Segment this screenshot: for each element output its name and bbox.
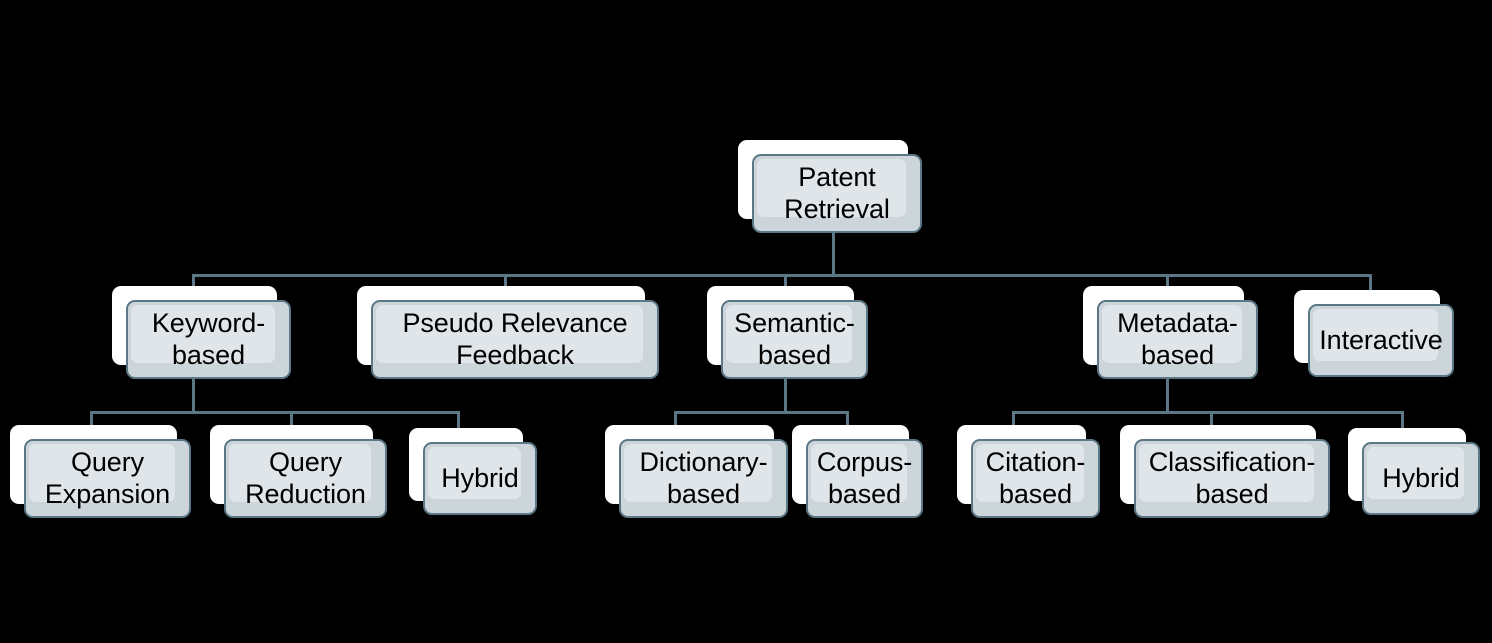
node-card[interactable]: Pseudo Relevance Feedback (371, 300, 659, 379)
node-card[interactable]: Hybrid (1362, 442, 1480, 515)
connector-keyword-children-bus (90, 411, 460, 414)
node-interactive[interactable]: Interactive (1294, 290, 1454, 377)
node-query-expansion[interactable]: Query Expansion (10, 425, 191, 518)
node-card[interactable]: Metadata- based (1097, 300, 1258, 379)
node-label: Hybrid (441, 462, 519, 493)
node-card[interactable]: Dictionary- based (619, 439, 788, 518)
node-label: Corpus- based (816, 447, 913, 509)
node-card[interactable]: Interactive (1308, 304, 1454, 377)
node-card[interactable]: Citation- based (971, 439, 1100, 518)
node-classification-based[interactable]: Classification- based (1120, 425, 1330, 518)
connector-drop-keyword-hybrid (457, 411, 460, 439)
node-card[interactable]: Query Reduction (224, 439, 387, 518)
connector-metadata-children-bus (1012, 411, 1404, 414)
node-label: Dictionary- based (639, 447, 768, 509)
node-card[interactable]: Semantic- based (721, 300, 868, 379)
node-card[interactable]: Keyword- based (126, 300, 291, 379)
node-label: Classification- based (1148, 447, 1316, 509)
node-label: Citation- based (985, 447, 1086, 509)
connector-drop-interactive (1369, 274, 1372, 302)
node-label: Keyword- based (151, 308, 266, 370)
node-card[interactable]: Corpus- based (806, 439, 923, 518)
connector-semantic-based-stem (784, 376, 787, 414)
node-query-reduction[interactable]: Query Reduction (210, 425, 387, 518)
node-label: Metadata- based (1117, 308, 1238, 370)
node-label: Hybrid (1382, 462, 1460, 493)
node-label: Interactive (1319, 324, 1443, 355)
connector-level1-bus (192, 274, 1372, 277)
connector-keyword-based-stem (192, 376, 195, 414)
node-keyword-based[interactable]: Keyword- based (112, 286, 291, 379)
node-semantic-based[interactable]: Semantic- based (707, 286, 868, 379)
node-card[interactable]: Query Expansion (24, 439, 191, 518)
node-corpus-based[interactable]: Corpus- based (792, 425, 923, 518)
node-pseudo-relevance-feedback[interactable]: Pseudo Relevance Feedback (357, 286, 659, 379)
node-card[interactable]: Patent Retrieval (752, 154, 922, 233)
connector-metadata-based-stem (1166, 376, 1169, 414)
node-keyword-hybrid[interactable]: Hybrid (409, 428, 537, 515)
node-card[interactable]: Hybrid (423, 442, 537, 515)
connector-semantic-children-bus (674, 411, 849, 414)
connector-root-stem (832, 231, 835, 276)
connector-drop-metadata-hybrid (1401, 411, 1404, 439)
node-label: Pseudo Relevance Feedback (402, 308, 628, 370)
node-label: Semantic- based (734, 308, 855, 370)
node-dictionary-based[interactable]: Dictionary- based (605, 425, 788, 518)
node-metadata-based[interactable]: Metadata- based (1083, 286, 1258, 379)
node-label: Query Expansion (44, 447, 171, 509)
node-metadata-hybrid[interactable]: Hybrid (1348, 428, 1480, 515)
node-label: Query Reduction (245, 447, 366, 509)
node-card[interactable]: Classification- based (1134, 439, 1330, 518)
node-citation-based[interactable]: Citation- based (957, 425, 1100, 518)
node-label: Patent Retrieval (784, 162, 890, 224)
node-patent-retrieval[interactable]: Patent Retrieval (738, 140, 922, 233)
